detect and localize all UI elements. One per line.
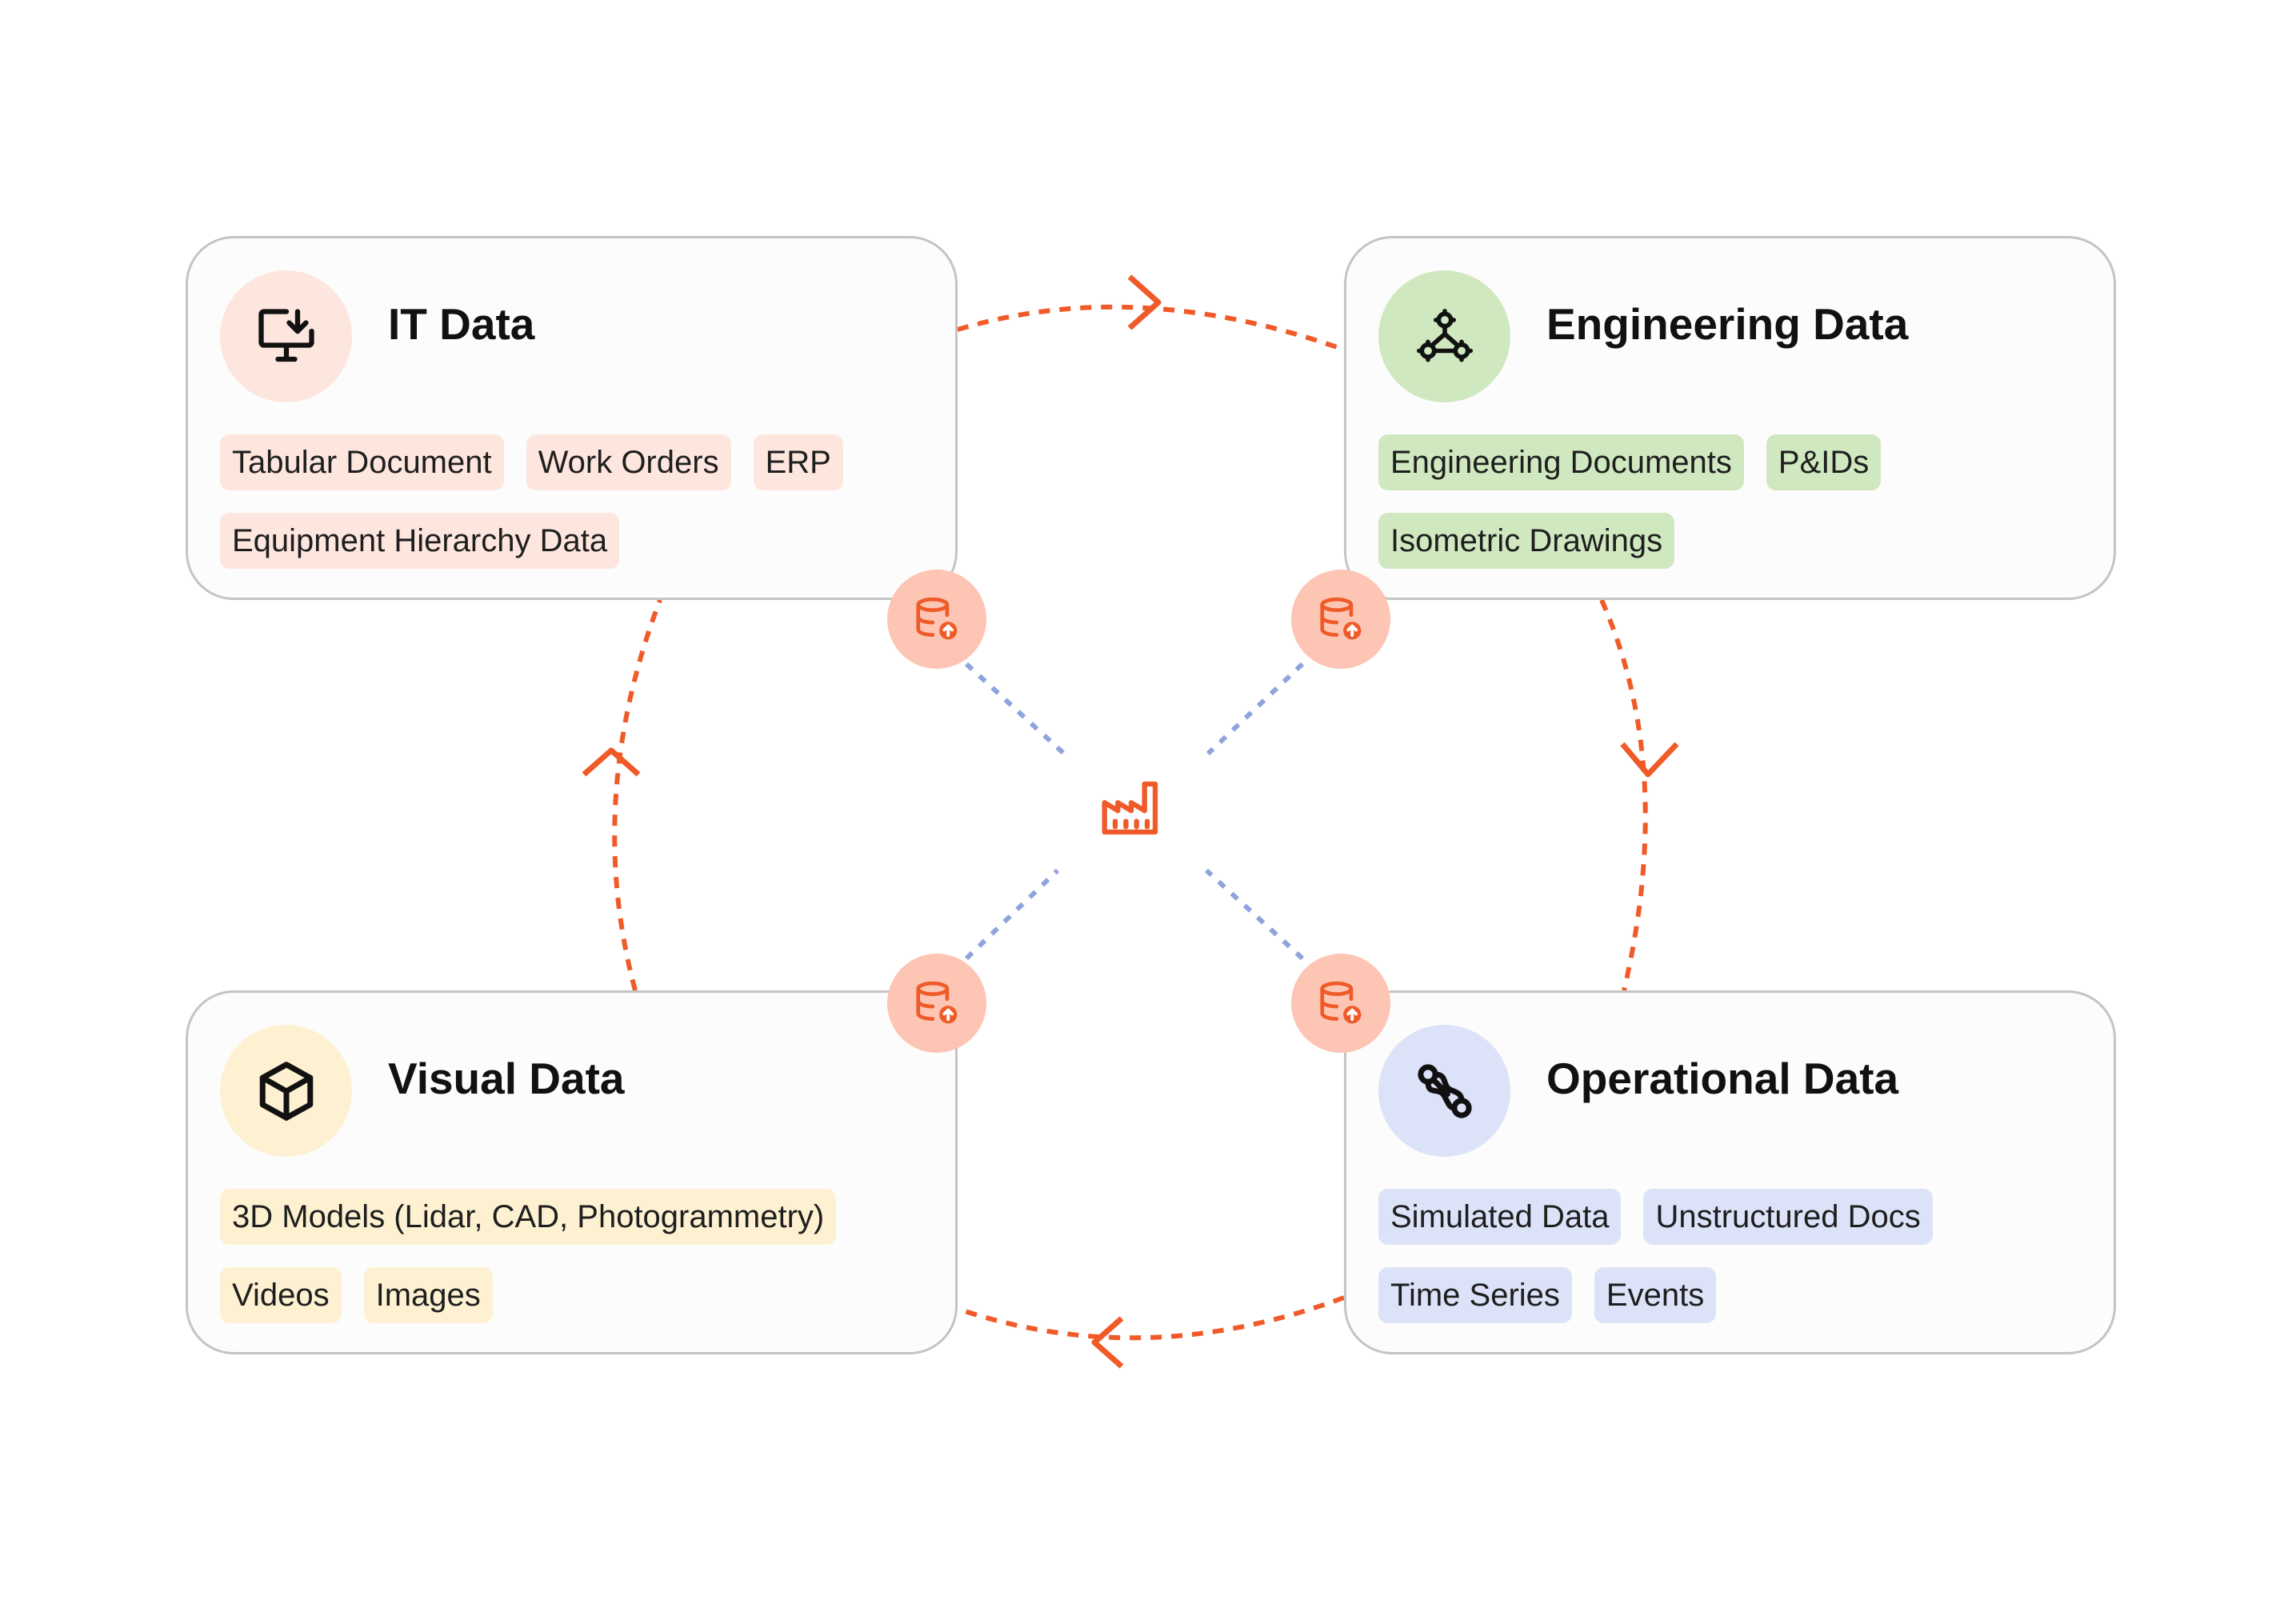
cycle-arrowhead-left bbox=[582, 747, 641, 777]
gears-network-icon bbox=[1378, 270, 1510, 402]
database-upload-icon bbox=[887, 570, 986, 669]
tag: 3D Models (Lidar, CAD, Photogrammetry) bbox=[220, 1189, 837, 1245]
tag-list: Simulated Data Unstructured Docs Time Se… bbox=[1378, 1189, 2082, 1323]
factory-icon bbox=[1102, 781, 1158, 835]
card-title: Operational Data bbox=[1546, 1054, 1899, 1103]
hub-link-bottom-left bbox=[964, 868, 1060, 961]
card-visual-data: Visual Data 3D Models (Lidar, CAD, Photo… bbox=[186, 990, 958, 1354]
cycle-arrowhead-top bbox=[1127, 274, 1162, 330]
cycle-arc-it-to-engineering bbox=[957, 304, 1346, 352]
hub-link-top-left bbox=[964, 662, 1066, 756]
tag: Isometric Drawings bbox=[1378, 513, 1675, 569]
cycle-arrowhead-bottom bbox=[1091, 1316, 1124, 1369]
tag: P&IDs bbox=[1766, 434, 1882, 490]
tag: Work Orders bbox=[526, 434, 731, 490]
tag: Simulated Data bbox=[1378, 1189, 1622, 1245]
route-path-icon bbox=[1378, 1025, 1510, 1157]
cycle-arrowhead-right bbox=[1620, 742, 1679, 778]
tag: Tabular Document bbox=[220, 434, 504, 490]
database-upload-icon bbox=[1291, 570, 1390, 669]
tag: Unstructured Docs bbox=[1643, 1189, 1933, 1245]
tag: Events bbox=[1594, 1267, 1717, 1323]
tag-list: Engineering Documents P&IDs Isometric Dr… bbox=[1378, 434, 2082, 569]
database-upload-icon bbox=[1291, 954, 1390, 1053]
tag: Engineering Documents bbox=[1378, 434, 1744, 490]
tag: Equipment Hierarchy Data bbox=[220, 513, 620, 569]
card-title: IT Data bbox=[388, 299, 535, 349]
card-operational-data: Operational Data Simulated Data Unstruct… bbox=[1344, 990, 2116, 1354]
cube-icon bbox=[220, 1025, 352, 1157]
hub-link-top-right bbox=[1206, 662, 1305, 756]
card-title: Visual Data bbox=[388, 1054, 625, 1103]
tag: ERP bbox=[753, 434, 843, 490]
cycle-arc-operational-to-visual bbox=[957, 1295, 1346, 1341]
tag-list: 3D Models (Lidar, CAD, Photogrammetry) V… bbox=[220, 1189, 923, 1323]
card-title: Engineering Data bbox=[1546, 299, 1909, 349]
cycle-arc-engineering-to-operational bbox=[1599, 598, 1648, 991]
card-it-data: IT Data Tabular Document Work Orders ERP… bbox=[186, 236, 958, 600]
monitor-download-icon bbox=[220, 270, 352, 402]
tag-list: Tabular Document Work Orders ERP Equipme… bbox=[220, 434, 923, 569]
tag: Videos bbox=[220, 1267, 342, 1323]
card-engineering-data: Engineering Data Engineering Documents P… bbox=[1344, 236, 2116, 600]
database-upload-icon bbox=[887, 954, 986, 1053]
cycle-arc-visual-to-it bbox=[612, 598, 662, 991]
tag: Images bbox=[363, 1267, 493, 1323]
hub-link-bottom-right bbox=[1204, 868, 1305, 961]
tag: Time Series bbox=[1378, 1267, 1572, 1323]
